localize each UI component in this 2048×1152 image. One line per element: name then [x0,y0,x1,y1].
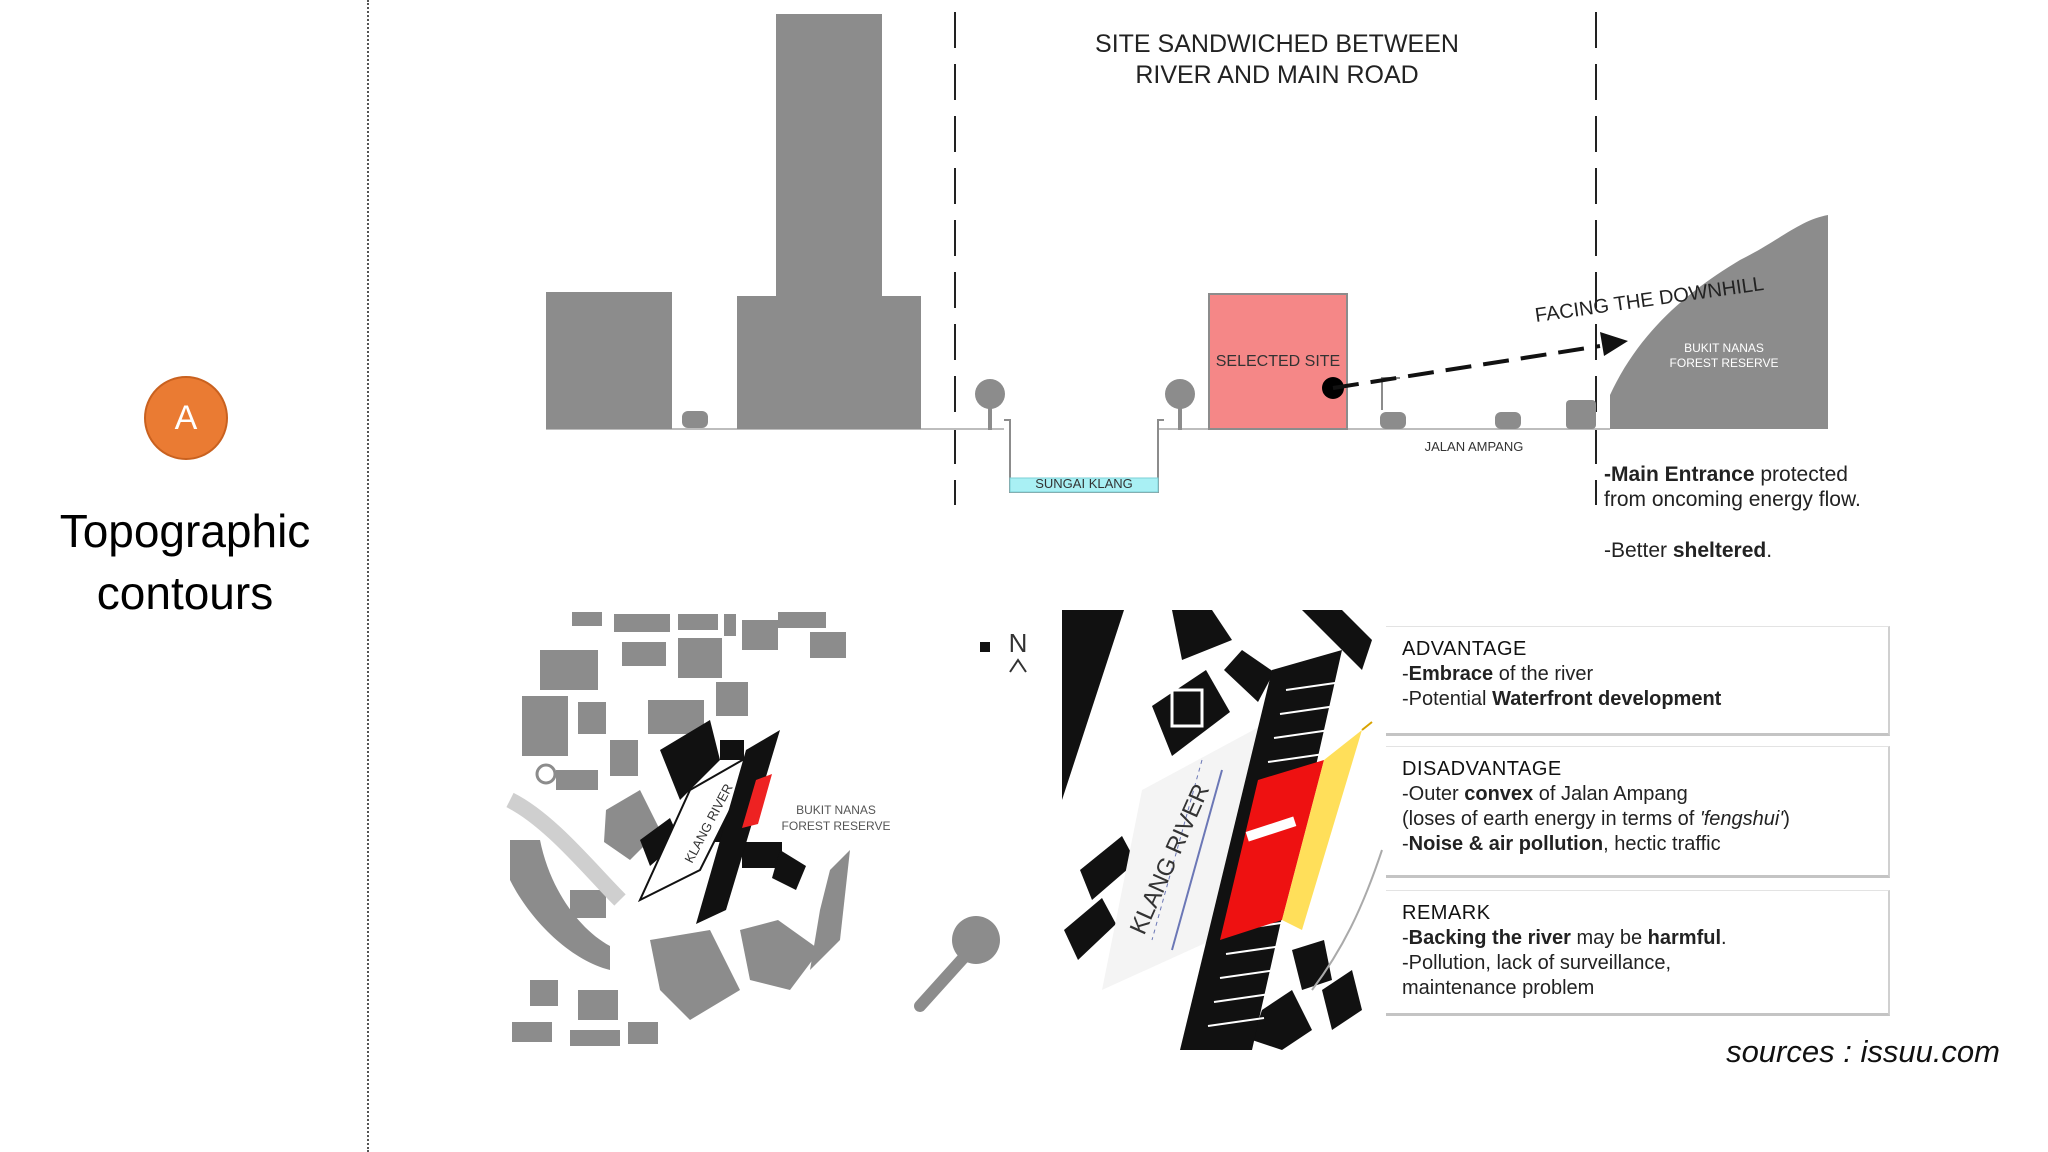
hill-label-line2: FOREST RESERVE [1670,356,1779,370]
river-label: SUNGAI KLANG [1035,476,1133,491]
site-section-diagram: SUNGAI KLANG SELECTED SITE JALAN AMPANG … [546,12,1828,505]
roundabout-icon [535,763,557,785]
side-title: Topographic contours [30,500,340,624]
building-low [546,292,672,429]
selected-site-block [1208,293,1348,430]
hill-label-line1: BUKIT NANAS [1684,341,1764,355]
remark-line2: -Pollution, lack of surveillance, [1402,952,1672,974]
tree-icon [1165,379,1195,430]
building-tower-base [737,296,921,429]
blue-guide [1171,769,1223,951]
site-highlight-zoom [1220,760,1324,940]
site-highlight [742,774,772,828]
context-map: KLANG RIVER BUKIT NANAS FOREST RESERVE N [506,610,1040,1050]
strip-stripes [1207,681,1343,1027]
section-note-sheltered: -Better sheltered. [1604,538,1772,563]
remark-heading: REMARK [1402,902,1491,924]
energy-fan [1282,730,1362,930]
side-title-line1: Topographic [59,505,311,557]
side-title-line2: contours [96,567,274,619]
river-zoom [1102,720,1272,990]
section-badge: A [144,376,228,460]
vertical-divider [367,0,369,1152]
note2-pre: -Better [1604,539,1673,562]
advantage-box: ADVANTAGE -Embrace of the river -Potenti… [1386,626,1890,736]
note1-bold: -Main Entrance [1604,463,1755,486]
advantage-line2: -Potential Waterfront development [1402,688,1722,710]
note1-line2: from oncoming energy flow. [1604,488,1861,511]
arrow-head-icon [1600,332,1628,356]
note1-rest: protected [1754,463,1848,486]
remark-line3: maintenance problem [1402,977,1595,999]
building-blocks-gray [510,612,1000,1046]
remark-line1: -Backing the river may be harmful. [1402,927,1727,949]
note2-post: . [1766,539,1773,562]
site-strip [696,730,780,924]
advantage-line1: -Embrace of the river [1402,663,1594,685]
car-icon [682,411,708,428]
downhill-arrow-line [1332,344,1601,390]
badge-letter: A [174,398,198,437]
disadvantage-line3: -Noise & air pollution, hectic traffic [1402,833,1721,855]
section-title-line1: SITE SANDWICHED BETWEEN [1095,30,1459,58]
disadvantage-line1: -Outer convex of Jalan Ampang [1402,783,1688,805]
note2-bold: sheltered [1672,539,1767,562]
section-note-entrance: -Main Entrance protected from oncoming e… [1604,462,1861,512]
sources-credit: sources : issuu.com [1726,1034,2000,1069]
street-lamp-icon [1381,377,1400,410]
river-water [1009,477,1159,493]
disadvantage-heading: DISADVANTAGE [1402,758,1562,780]
hill-shape [1610,215,1828,429]
disadvantage-line2: (loses of earth energy in terms of 'feng… [1402,808,1790,830]
section-title-line2: RIVER AND MAIN ROAD [1135,61,1418,89]
building-outline-black [1152,670,1230,756]
car-icon [1380,412,1406,429]
remark-box: REMARK -Backing the river may be harmful… [1386,890,1890,1016]
building-black [1062,610,1124,800]
bus-icon [1566,400,1596,429]
north-arrow-icon [1009,658,1027,673]
road-label: JALAN AMPANG [1425,439,1524,454]
selected-site-label: SELECTED SITE [1216,353,1340,370]
map1-forest-line2: FOREST RESERVE [782,819,891,833]
marker-icon [980,642,990,652]
tree-icon [975,379,1005,430]
north-label: N [1009,628,1028,658]
disadvantage-box: DISADVANTAGE -Outer convex of Jalan Ampa… [1386,746,1890,878]
river-strip [637,747,763,903]
site-zoom-map: KLANG RIVER [1062,610,1386,1050]
car-icon [1495,412,1521,429]
advantage-heading: ADVANTAGE [1402,638,1527,660]
map1-forest-line1: BUKIT NANAS [796,803,876,817]
building-tower [776,14,882,304]
